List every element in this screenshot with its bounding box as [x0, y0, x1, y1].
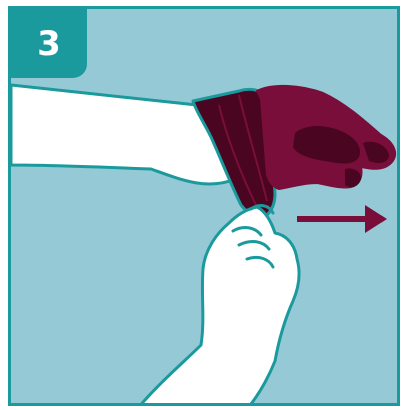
- step-badge: 3: [11, 9, 87, 78]
- instruction-panel: 3: [8, 6, 400, 406]
- pull-arrow-head: [365, 205, 387, 233]
- lower-arm: [137, 207, 299, 406]
- step-number: 3: [37, 27, 61, 61]
